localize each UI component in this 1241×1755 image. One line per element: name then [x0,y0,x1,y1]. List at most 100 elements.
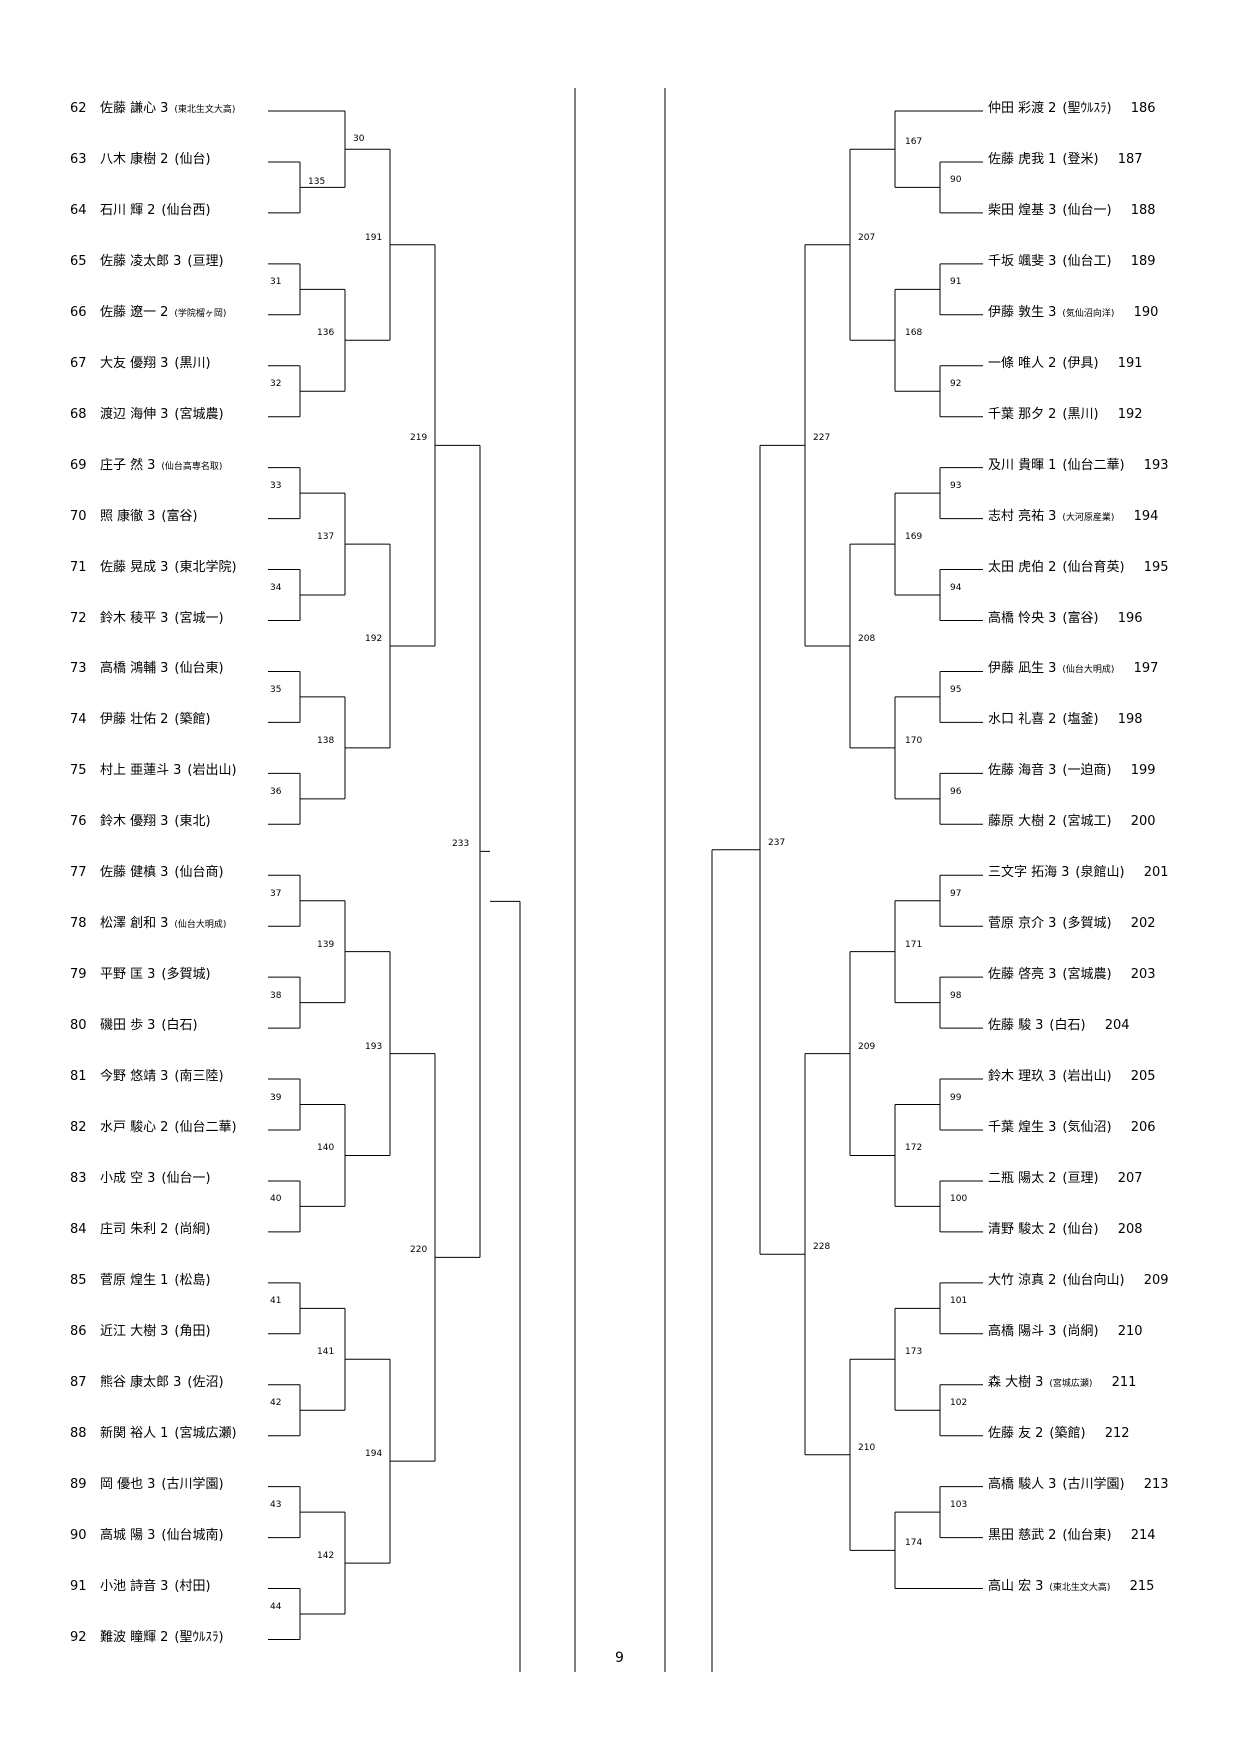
player-grade: 3 [1048,1120,1057,1135]
player-school: (仙台工) [1062,253,1112,269]
player-school: (仙台大明成) [1062,665,1115,676]
match-number: 135 [308,177,326,188]
match-number: 42 [270,1398,282,1409]
player-name: 三文字 拓海 [988,865,1058,881]
match-number: 30 [353,134,365,145]
player-school: (宮城農) [174,406,224,422]
player-number: 65 [70,253,87,269]
player-number: 86 [70,1323,87,1339]
player-school: (岩出山) [187,763,237,779]
player-grade: 3 [1035,1018,1044,1034]
match-number: 138 [317,735,335,746]
player-number: 203 [1130,967,1156,983]
match-number: 35 [270,684,282,695]
player-grade: 2 [1048,101,1057,116]
player-grade: 1 [1048,151,1057,167]
player-name: 小池 詩音 [100,1578,157,1594]
player-number: 187 [1117,151,1143,167]
player-name: 二瓶 陽太 [988,1170,1045,1186]
player-school: (多賀城) [161,967,211,983]
match-number: 31 [270,277,282,288]
match-number: 171 [905,939,923,950]
match-number: 39 [270,1092,282,1103]
match-number: 93 [950,481,962,492]
player-grade: 3 [1048,202,1057,218]
player-school: (築館) [174,712,211,728]
player-school: (仙台) [174,151,211,167]
player-school: (南三陸) [174,1069,224,1085]
player-number: 190 [1133,304,1159,320]
player-number: 194 [1133,508,1159,524]
player-school: (村田) [174,1578,211,1594]
player-name: 小成 空 [100,1170,144,1186]
player-number: 211 [1111,1374,1137,1390]
player-name: 水戸 駿心 [100,1120,157,1135]
player-school: (多賀城) [1062,916,1112,932]
match-number: 98 [950,990,962,1001]
player-number: 196 [1117,610,1143,626]
player-grade: 3 [1048,508,1057,524]
player-school: (東北生文大高) [174,105,236,115]
player-name: 佐藤 海音 [988,763,1045,779]
player-number: 200 [1130,814,1156,830]
player-name: 水口 礼喜 [988,712,1045,728]
player-school: (仙台大明成) [174,920,227,931]
player-school: (宮城広瀬) [1049,1378,1093,1389]
player-grade: 3 [160,661,169,677]
match-number: 208 [858,633,876,644]
match-number: 103 [950,1500,968,1511]
player-school: (角田) [174,1323,211,1339]
match-number: 97 [950,888,962,899]
player-name: 熊谷 康太郎 [100,1374,170,1390]
player-number: 199 [1130,763,1156,779]
match-number: 168 [905,328,923,339]
player-grade: 3 [160,916,169,932]
player-grade: 2 [1048,814,1057,830]
player-number: 81 [70,1069,87,1085]
player-name: 鈴木 稜平 [100,610,157,626]
player-number: 212 [1104,1425,1130,1441]
player-name: 志村 亮祐 [988,508,1045,524]
player-number: 70 [70,508,87,524]
player-number: 75 [70,763,87,779]
player-school: (東北) [174,814,211,830]
player-name: 高橋 怜央 [988,610,1045,626]
player-school: (仙台東) [1062,1527,1112,1543]
player-school: (古川学園) [161,1476,224,1492]
player-name: 千坂 颯斐 [988,253,1045,269]
player-number: 68 [70,406,87,422]
player-grade: 3 [1048,763,1057,779]
player-number: 67 [70,355,87,371]
player-name: 平野 匡 [100,967,144,983]
player-grade: 2 [160,1221,169,1237]
player-number: 205 [1130,1069,1156,1085]
player-grade: 3 [147,457,156,473]
match-number: 167 [905,137,923,148]
player-school: (尚絅) [1062,1323,1099,1339]
player-number: 82 [70,1120,87,1135]
player-grade: 3 [1035,1374,1044,1390]
player-name: 清野 駿太 [988,1221,1045,1237]
player-school: (仙台育英) [1062,559,1125,575]
match-number: 40 [270,1194,282,1205]
player-grade: 3 [147,508,156,524]
player-name: 佐藤 友 [988,1425,1032,1441]
player-name: 佐藤 駿 [988,1018,1032,1034]
player-name: 鈴木 優翔 [100,814,157,830]
match-number: 137 [317,532,335,543]
player-school: (聖ｳﾙｽﾗ) [1062,101,1112,116]
